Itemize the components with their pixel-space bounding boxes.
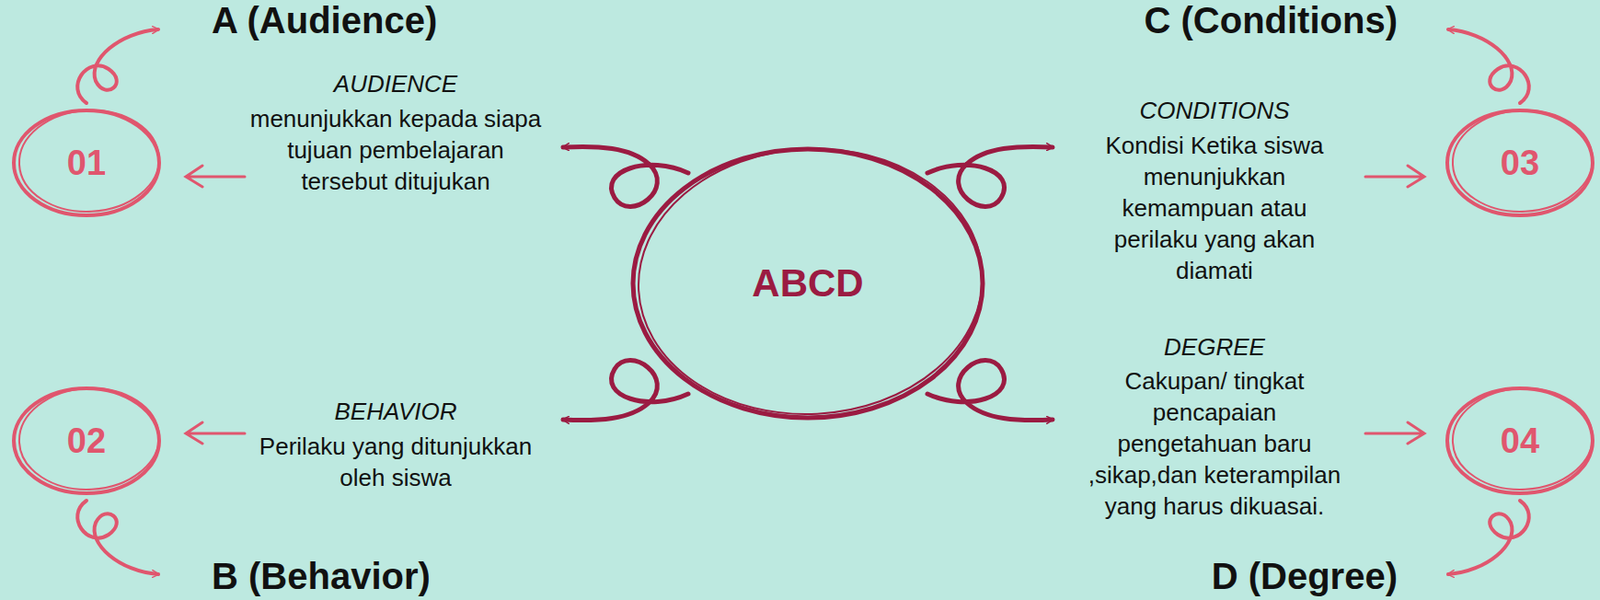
curly-arrow — [77, 500, 159, 575]
term-title: AUDIENCE — [248, 69, 543, 99]
pointer-arrow — [185, 422, 245, 444]
number-circle: 02 — [10, 384, 163, 497]
pointer-arrow — [1365, 422, 1425, 444]
number-circle: 01 — [10, 106, 163, 219]
term-title: BEHAVIOR — [248, 397, 543, 426]
callout-number: 02 — [67, 421, 106, 461]
number-circle: 04 — [1443, 384, 1597, 497]
term-title: DEGREE — [1085, 333, 1344, 362]
term-description: Cakupan/ tingkat pencapaian pengetahuan … — [1085, 365, 1344, 522]
curly-arrow — [1448, 500, 1530, 575]
center-label: ABCD — [751, 261, 864, 306]
callout-number: 01 — [67, 143, 106, 184]
term-description: menunjukkan kepada siapa tujuan pembelaj… — [248, 103, 543, 197]
curly-arrow — [77, 29, 159, 104]
term-description: Kondisi Ketika siswa menunjukkan kemampu… — [1085, 129, 1344, 287]
curly-arrow — [563, 360, 689, 421]
term-description: Perilaku yang ditunjukkan oleh siswa — [248, 430, 543, 494]
pointer-arrow — [1365, 165, 1425, 187]
pointer-arrow — [185, 165, 245, 187]
curly-arrow — [563, 146, 689, 207]
section-heading: D (Degree) — [1029, 555, 1398, 598]
term-title: CONDITIONS — [1085, 96, 1344, 126]
curly-arrow — [1448, 29, 1530, 104]
curly-arrow — [927, 360, 1053, 421]
callout-number: 03 — [1500, 143, 1540, 184]
callout-number: 04 — [1500, 421, 1540, 461]
section-heading: B (Behavior) — [211, 555, 580, 598]
section-heading: C (Conditions) — [1029, 0, 1398, 42]
center-ellipse: ABCD — [629, 145, 987, 422]
section-heading: A (Audience) — [211, 0, 580, 42]
number-circle: 03 — [1443, 106, 1597, 219]
